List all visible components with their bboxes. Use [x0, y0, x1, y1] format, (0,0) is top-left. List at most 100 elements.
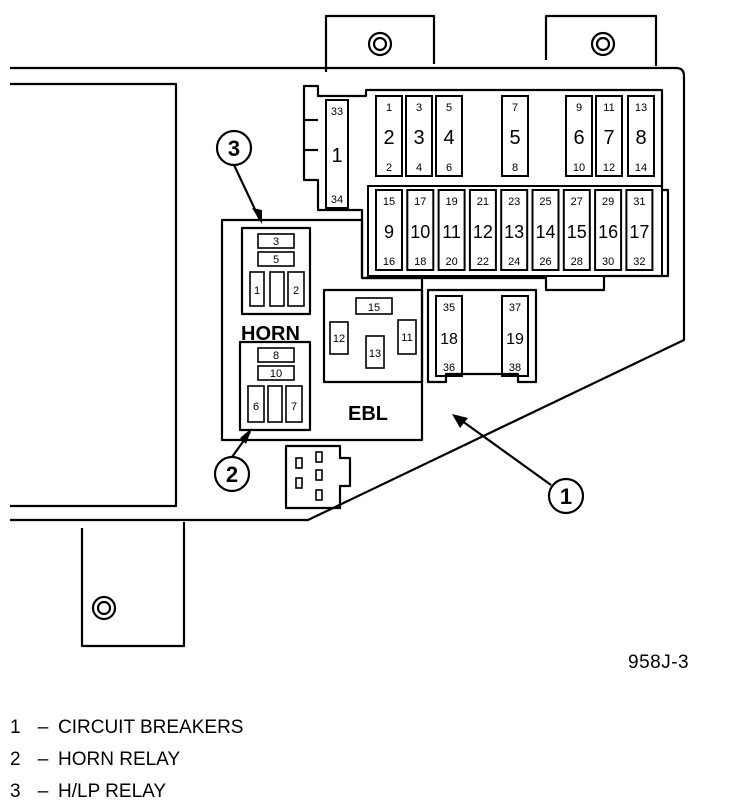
connector-pin: [315, 469, 323, 481]
fuse-upper-1: [325, 99, 349, 209]
fuse-upper-2-number: 2: [383, 127, 394, 149]
fuse-lower-17-number: 17: [629, 222, 649, 242]
horn-terminal-slot: [285, 385, 303, 423]
fuse-upper-8-bottom-label: 14: [635, 162, 647, 174]
bolt-hole-top-left: [367, 31, 393, 57]
legend-number: 1: [10, 717, 21, 738]
fuse-upper-5-number: 5: [509, 127, 520, 149]
fuse-lower-12-number: 12: [473, 222, 493, 242]
mounting-tab-bottom: [80, 522, 186, 648]
fuse-upper-1-bottom-label: 34: [331, 194, 343, 206]
ebl-terminal-slot: [355, 297, 393, 315]
circuit-breaker-19-top-label: 37: [509, 302, 521, 314]
legend-number: 3: [10, 781, 21, 802]
left-frame: [10, 82, 178, 508]
fuse-lower-10-bottom-label: 18: [414, 256, 426, 268]
fuse-upper-3-bottom-label: 4: [416, 162, 422, 174]
fuses-group: 3313412233454675896101171213814159161710…: [247, 95, 663, 501]
horn-terminal-label: 6: [253, 401, 259, 413]
horn-terminal-slot: [257, 347, 295, 363]
callout-2: 2: [226, 462, 238, 487]
callout-1: 1: [560, 484, 572, 509]
horn-terminal-slot: [257, 365, 295, 381]
circuit-breaker-19: [501, 295, 529, 377]
hlp-terminal-label: 5: [273, 254, 279, 266]
fuse-lower-10: [406, 189, 435, 271]
fuse-upper-4-top-label: 5: [446, 102, 452, 114]
fuse-lower-12: [468, 189, 497, 271]
fuse-upper-8: [627, 95, 655, 177]
fuse-upper-6: [565, 95, 593, 177]
fuse-lower-12-top-label: 21: [477, 196, 489, 208]
legend-text: HORN RELAY: [58, 749, 181, 770]
horn-terminal-slot: [247, 385, 265, 423]
fuse-lower-11-top-label: 19: [445, 196, 457, 208]
breaker-frame: [426, 288, 538, 384]
fuse-upper-7-bottom-label: 12: [603, 162, 615, 174]
ebl-terminal-label: 15: [368, 302, 380, 314]
legend-text: CIRCUIT BREAKERS: [58, 717, 244, 738]
fuse-lower-16-top-label: 29: [602, 196, 614, 208]
legend-text: H/LP RELAY: [58, 781, 167, 802]
fuse-lower-14-number: 14: [535, 222, 555, 242]
connector-pin: [315, 451, 323, 463]
callout-circle-1: [547, 477, 585, 515]
fuse-upper-4-bottom-label: 6: [446, 162, 452, 174]
fuse-lower-11-bottom-label: 20: [445, 256, 457, 268]
ebl-label: EBL: [348, 403, 388, 425]
fuse-block-diagram: 3313412233454675896101171213814159161710…: [10, 14, 686, 648]
connector-pin: [295, 477, 303, 489]
horn-relay: [238, 340, 312, 432]
ebl-module: [322, 288, 424, 384]
legend: 1–CIRCUIT BREAKERS 2–HORN RELAY 3–H/LP R…: [10, 712, 243, 808]
fuse-lower-12-bottom-label: 22: [477, 256, 489, 268]
legend-item-2: 2–HORN RELAY: [10, 744, 243, 776]
circuit-breaker-18-top-label: 35: [443, 302, 455, 314]
hlp-terminal-slot: [269, 271, 285, 307]
connector-pin: [315, 489, 323, 501]
fuse-lower-14: [531, 189, 560, 271]
fuse-upper-7-top-label: 11: [603, 102, 614, 114]
ebl-terminal-label: 11: [401, 332, 412, 344]
ebl-terminal-label: 12: [333, 333, 345, 345]
bolt-hole-bottom: [91, 595, 117, 621]
circuit-breaker-18: [435, 295, 463, 377]
fuse-upper-2: [375, 95, 403, 177]
ebl-terminal-slot: [397, 319, 417, 355]
circuit-breaker-18-bottom-label: 36: [443, 362, 455, 374]
circuit-breaker-18-number: 18: [440, 331, 458, 348]
fuse-upper-6-number: 6: [573, 127, 584, 149]
figure-reference: 958J-3: [628, 652, 690, 673]
fuse-upper-6-bottom-label: 10: [573, 162, 585, 174]
fuse-upper-2-bottom-label: 2: [386, 162, 392, 174]
fuse-upper-4-number: 4: [443, 127, 454, 149]
legend-dash: –: [37, 717, 49, 738]
callout-3: 3: [228, 136, 240, 161]
fuse-lower-17: [625, 189, 654, 271]
fuse-lower-11-number: 11: [442, 222, 461, 242]
fuse-upper-1-number: 1: [331, 145, 342, 167]
hlp-terminal-slot: [249, 271, 265, 307]
mounting-tab-top-right: [544, 14, 658, 66]
hlp-terminal-slot: [287, 271, 305, 307]
fuse-upper-5: [501, 95, 529, 177]
horn-terminal-slot: [267, 385, 283, 423]
fuse-upper-6-top-label: 9: [576, 102, 582, 114]
fuse-lower-13: [500, 189, 529, 271]
panel-outline: [10, 66, 686, 522]
fuse-upper-4: [435, 95, 463, 177]
hlp-terminal-slot: [257, 251, 295, 267]
legend-number: 2: [10, 749, 21, 770]
fuse-lower-13-number: 13: [504, 222, 524, 242]
fuse-lower-16: [594, 189, 623, 271]
fuse-lower-10-number: 10: [410, 222, 430, 242]
legend-item-1: 1–CIRCUIT BREAKERS: [10, 712, 243, 744]
legend-item-3: 3–H/LP RELAY: [10, 776, 243, 808]
fuse-lower-10-top-label: 17: [414, 196, 426, 208]
hlp-terminal-slot: [257, 233, 295, 249]
ebl-terminal-slot: [365, 335, 385, 369]
hlp-terminal-label: 2: [293, 285, 299, 297]
circuit-breaker-19-bottom-label: 38: [509, 362, 521, 374]
fuse-lower-13-top-label: 23: [508, 196, 520, 208]
fuse-lower-17-bottom-label: 32: [633, 256, 645, 268]
